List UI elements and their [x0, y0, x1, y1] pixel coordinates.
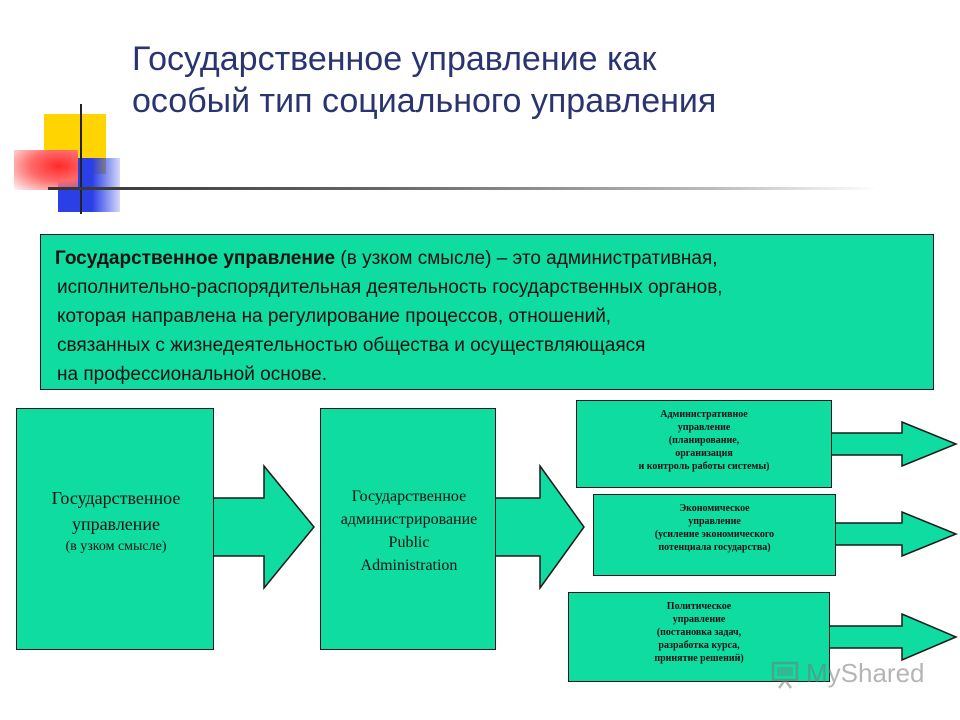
- decor-red-square: [14, 150, 78, 190]
- economic-line-4: потенциала государства): [658, 542, 771, 553]
- decor-vertical-line: [80, 104, 82, 214]
- economic-line-1: Экономическое: [679, 503, 750, 514]
- public-administration-text: Государственное администрирование Public…: [321, 485, 497, 577]
- arrow-admin-to-types: [493, 463, 585, 591]
- political-line-4: разработка курса,: [658, 640, 740, 651]
- slide-title-line-1: Государственное управление как: [132, 40, 657, 78]
- public-administration-line-2: администрирование: [340, 511, 478, 528]
- arrow-state-to-admin: [211, 463, 315, 591]
- state-governance-title: Государственное управление: [17, 485, 215, 537]
- state-governance-box: Государственное управление (в узком смыс…: [16, 408, 214, 650]
- arrow-administrative-out: [829, 420, 958, 468]
- definition-term: Государственное управление: [55, 248, 336, 269]
- political-line-1: Политическое: [666, 601, 732, 612]
- definition-line-2: исполнительно-распорядительная деятельно…: [57, 277, 723, 298]
- definition-line-1: Государственное управление (в узком смыс…: [55, 244, 919, 273]
- slide-title: Государственное управление как особый ти…: [132, 38, 932, 122]
- administrative-line-4: организация: [675, 448, 733, 459]
- state-governance-subtitle: (в узком смысле): [65, 539, 167, 554]
- arrow-political-out: [827, 612, 958, 662]
- economic-line-2: управление: [688, 516, 741, 527]
- watermark: MyShared: [770, 656, 940, 696]
- state-governance-line-1: Государственное: [51, 488, 181, 508]
- watermark-text: MyShared: [806, 658, 925, 688]
- economic-management-box: Экономическое управление (усиление эконо…: [593, 494, 836, 576]
- slide-title-line-2: особый тип социального управления: [132, 82, 717, 120]
- state-governance-line-2: управление: [71, 514, 161, 534]
- public-administration-line-1: Государственное: [351, 488, 467, 505]
- administrative-line-3: (планирование,: [668, 435, 740, 446]
- political-line-2: управление: [672, 614, 726, 625]
- administrative-line-2: управление: [677, 422, 731, 433]
- economic-line-3: (усиление экономического: [654, 529, 775, 540]
- title-underline: [48, 187, 878, 190]
- public-administration-line-3: Public: [388, 534, 430, 551]
- administrative-line-1: Административное: [660, 409, 748, 420]
- definition-line-5: на профессиональной основе.: [57, 364, 327, 385]
- administrative-management-box: Административное управление (планировани…: [576, 400, 832, 488]
- administrative-line-5: и контроль работы системы): [638, 461, 770, 472]
- presentation-icon: [771, 661, 799, 689]
- political-management-box: Политическое управление (постановка зада…: [568, 592, 830, 682]
- definition-line-3: которая направлена на регулирование проц…: [57, 306, 612, 327]
- arrow-economic-out: [833, 510, 958, 558]
- political-line-5: принятие решений): [654, 653, 744, 664]
- definition-line-1-rest: (в узком смысле) – это административная,: [335, 248, 718, 269]
- definition-line-4: связанных с жизнедеятельностью общества …: [57, 335, 646, 356]
- public-administration-line-4: Administration: [360, 557, 458, 574]
- definition-box: Государственное управление (в узком смыс…: [40, 234, 934, 390]
- political-line-3: (постановка задач,: [656, 627, 742, 638]
- public-administration-box: Государственное администрирование Public…: [320, 408, 496, 650]
